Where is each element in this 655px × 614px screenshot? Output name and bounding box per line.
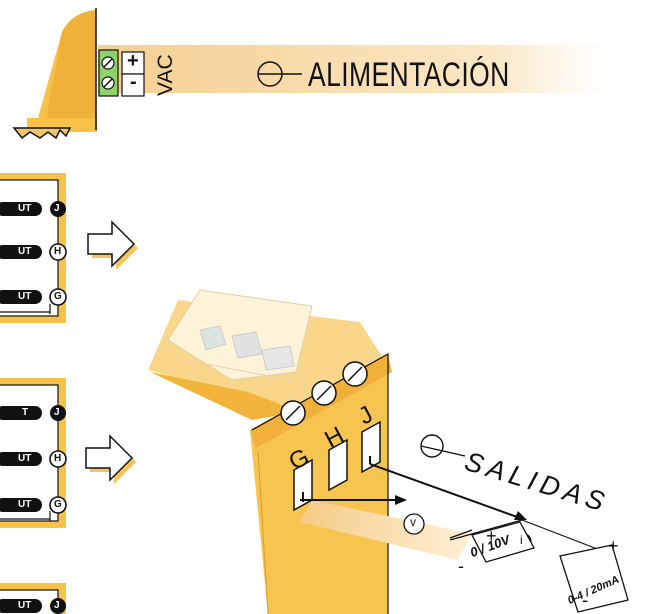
- current-load: [559, 544, 629, 613]
- ammeter-label: i: [520, 533, 523, 547]
- voltage-load: [471, 521, 535, 563]
- power-strip: [98, 45, 638, 93]
- panel-2-row-1-badge: J: [54, 407, 60, 418]
- panel-1-row-3-badge: G: [54, 291, 62, 302]
- power-terminal-block: [98, 49, 145, 97]
- voltage-minus-label: -: [458, 556, 464, 576]
- power-input-icon: [257, 61, 302, 87]
- current-minus-label: -: [582, 590, 588, 610]
- current-output-line: [369, 456, 601, 551]
- output-icon: [420, 434, 466, 458]
- panel-3-row-1-badge: J: [54, 600, 60, 611]
- panel-1-row-1-text: UT: [18, 203, 32, 214]
- panel-2-row-3-text: UT: [18, 499, 32, 510]
- vac-label: VAC: [154, 54, 177, 96]
- right-arrow-icon: [85, 434, 136, 484]
- panel-2-row-1-text: T: [22, 407, 29, 418]
- panel-2-row-2-text: UT: [18, 453, 32, 464]
- panel-1-row-2-badge: H: [54, 246, 62, 257]
- power-title: ALIMENTACIÓN: [308, 56, 510, 94]
- panel-3-row-1-text: UT: [18, 600, 32, 611]
- voltmeter-icon: [403, 513, 425, 535]
- panel-1-row-1-badge: J: [54, 203, 60, 214]
- power-minus-label: -: [130, 71, 137, 93]
- panel-1-row-2-text: UT: [18, 246, 32, 257]
- panel-2-row-2-badge: H: [54, 453, 62, 464]
- power-module: [12, 8, 97, 140]
- panel-1-row-3-text: UT: [18, 291, 32, 302]
- voltmeter-label: v: [410, 515, 416, 529]
- power-plus-label: +: [127, 50, 139, 72]
- device-module: [148, 289, 392, 614]
- panel-2-row-3-badge: G: [54, 499, 62, 510]
- voltage-plus-label: +: [486, 526, 497, 546]
- voltage-output-line: [300, 492, 473, 560]
- side-panel-badges: [0, 201, 67, 614]
- current-plus-label: +: [608, 536, 619, 556]
- right-arrow-icon: [87, 220, 138, 270]
